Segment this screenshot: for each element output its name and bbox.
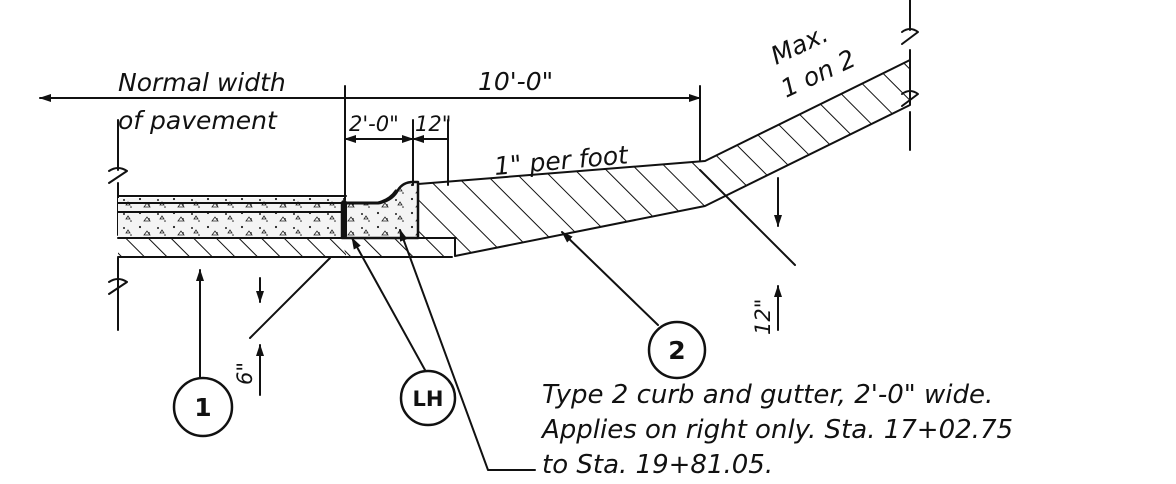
callout-1-label: 1	[194, 393, 211, 422]
twelve-inch-top-dimension: 12"	[415, 112, 451, 136]
curb-and-gutter	[340, 180, 457, 258]
six-inch-dimension: 6"	[233, 362, 257, 385]
two-foot-dimension: 2'-0"	[349, 112, 399, 136]
leader-lines	[196, 229, 659, 471]
dimension-lines	[39, 85, 796, 396]
embankment-fill	[417, 59, 911, 257]
note-line-1: Type 2 curb and gutter, 2'-0" wide.	[542, 380, 993, 410]
callout-2: 2	[647, 320, 707, 380]
normal-width-label-line1: Normal width	[118, 68, 286, 97]
callout-lh: LH	[399, 369, 457, 427]
ten-foot-dimension: 10'-0"	[478, 67, 553, 96]
normal-width-label-line2: of pavement	[118, 106, 278, 135]
callout-lh-label: LH	[413, 387, 444, 411]
callout-2-label: 2	[668, 336, 685, 365]
note-line-2: Applies on right only. Sta. 17+02.75	[540, 415, 1013, 445]
callout-1: 1	[172, 376, 234, 438]
note-line-3: to Sta. 19+81.05.	[542, 450, 773, 480]
twelve-inch-right-dimension: 12"	[751, 299, 775, 335]
pavement-section	[117, 195, 347, 258]
